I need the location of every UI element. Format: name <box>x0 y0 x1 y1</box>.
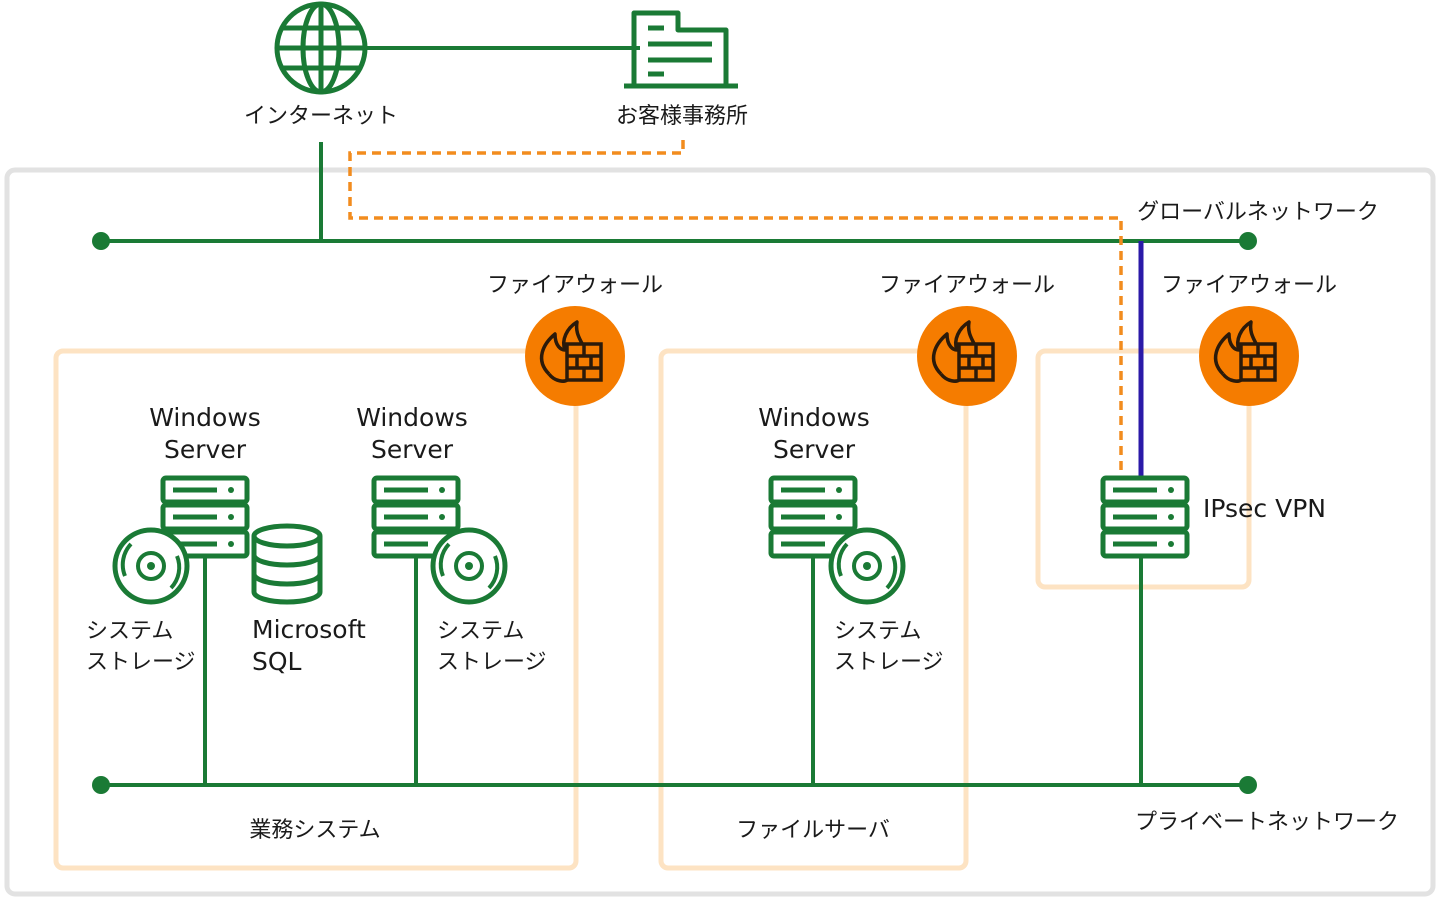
global-bus-end-right <box>1239 232 1257 250</box>
storage-label-line: システム <box>86 619 173 644</box>
zone-business <box>53 348 579 871</box>
office-vpn-dashed-path <box>348 140 1123 478</box>
storage-disk-icon <box>115 530 187 602</box>
zone-fileserver <box>658 348 969 871</box>
storage-label-line: システム <box>834 619 921 644</box>
storage-label-line: ストレージ <box>437 650 547 675</box>
database-label-line: Microsoft <box>252 615 366 644</box>
server-label-line: Server <box>164 435 247 464</box>
storage-disk-icon <box>831 530 903 602</box>
database-icon <box>251 523 323 605</box>
server-label-line: Windows <box>149 403 261 432</box>
vpn-label: IPsec VPN <box>1203 494 1326 523</box>
firewall-label: ファイアウォール <box>879 273 1055 298</box>
server-label-line: Windows <box>356 403 468 432</box>
firewall-label: ファイアウォール <box>1161 273 1337 298</box>
firewall-icon <box>523 304 627 408</box>
storage-label-line: システム <box>437 619 524 644</box>
firewall-label: ファイアウォール <box>487 273 663 298</box>
zone-label: 業務システム <box>249 818 380 843</box>
global-bus-end-left <box>92 232 110 250</box>
zone-label: ファイルサーバ <box>736 818 890 843</box>
private-network-label: プライベートネットワーク <box>1135 810 1399 835</box>
firewall-icon <box>915 304 1019 408</box>
storage-label-line: ストレージ <box>86 650 196 675</box>
private-bus-end-left <box>92 776 110 794</box>
server-label-line: Server <box>773 435 856 464</box>
storage-label-line: ストレージ <box>834 650 944 675</box>
server-label-line: Windows <box>758 403 870 432</box>
globe-icon <box>274 1 368 95</box>
office-label: お客様事務所 <box>616 104 748 129</box>
outer-frame <box>4 167 1436 897</box>
vpn-server-icon <box>1103 478 1187 556</box>
office-building-icon <box>624 10 738 89</box>
global-network-label: グローバルネットワーク <box>1137 200 1379 225</box>
database-label-line: SQL <box>252 647 302 676</box>
server-label-line: Server <box>371 435 454 464</box>
storage-disk-icon <box>433 530 505 602</box>
internet-label: インターネット <box>244 104 398 129</box>
private-bus-end-right <box>1239 776 1257 794</box>
firewall-icon <box>1197 304 1301 408</box>
